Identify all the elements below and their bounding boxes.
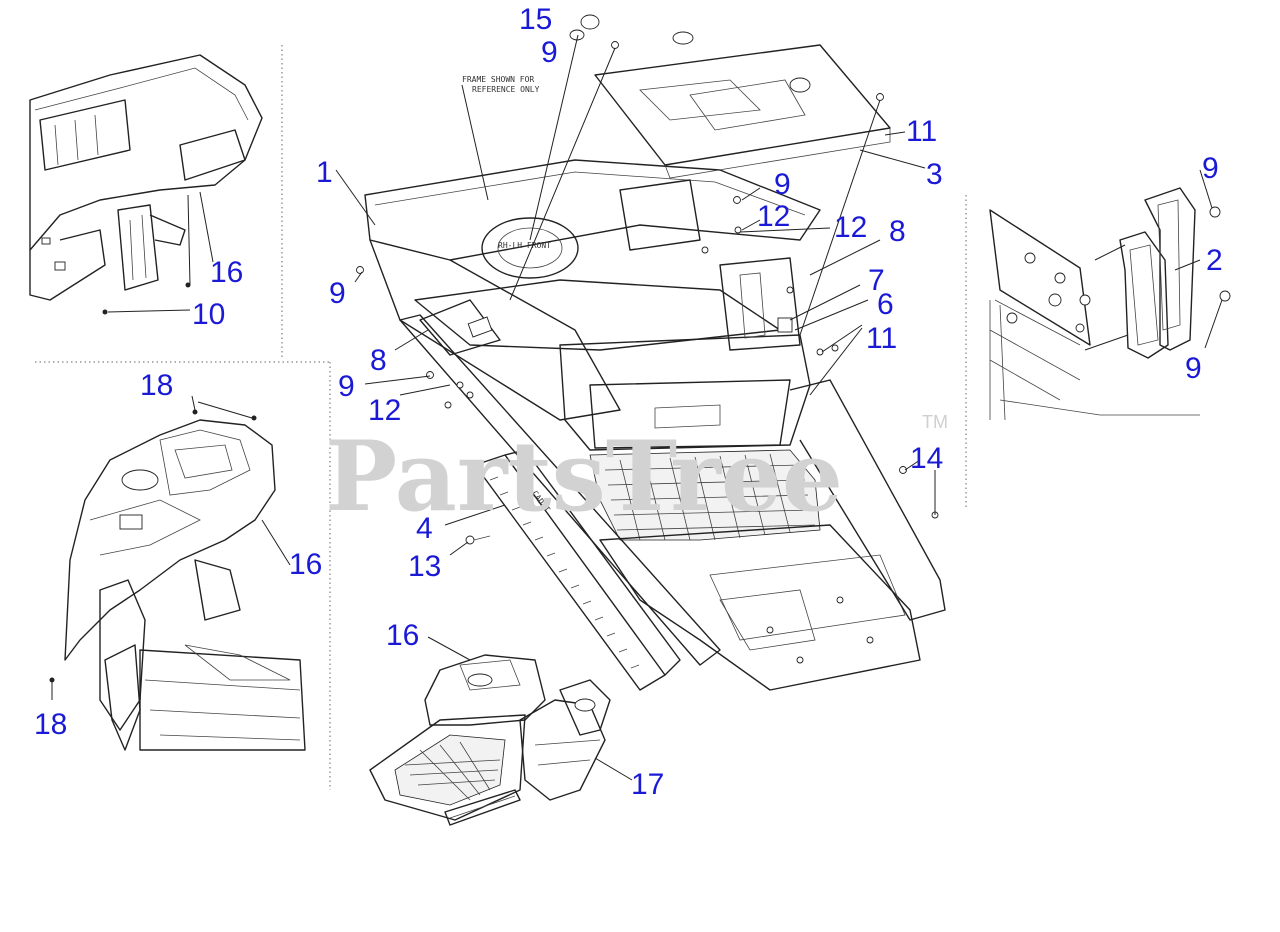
callout-18-top: 18	[140, 369, 173, 402]
callout-7: 7	[868, 264, 885, 297]
callout-8-left: 8	[370, 344, 387, 377]
floor-grid-holes	[604, 453, 816, 541]
panel-dividers	[35, 45, 967, 790]
hardware-fasteners	[356, 14, 939, 545]
inset-bracket-right	[989, 169, 1231, 421]
callout-16-bottom: 16	[386, 619, 419, 652]
assembled-view-bottom	[369, 636, 633, 826]
callout-6: 6	[877, 288, 894, 321]
callout-13: 13	[408, 550, 441, 583]
callout-8-right: 8	[889, 215, 906, 248]
callout-1: 1	[316, 156, 333, 189]
inset-fender-left	[49, 395, 306, 751]
inset-fender-top-left	[29, 54, 263, 315]
reference-note-line-2: REFERENCE ONLY	[472, 85, 540, 94]
callout-9-top: 9	[541, 36, 558, 69]
callout-9-upper: 9	[774, 168, 791, 201]
callout-12-lower: 12	[368, 394, 401, 427]
callout-10: 10	[192, 298, 225, 331]
callout-9-lower: 9	[338, 370, 355, 403]
callout-9-right-top: 9	[1202, 152, 1219, 185]
callout-11-top: 11	[906, 115, 937, 148]
watermark: PartsTree TM	[325, 412, 948, 533]
callout-labels: 15 9 11 3 1 9 12 12 8 7 6 11 9 8 9 12 14…	[34, 3, 1223, 801]
main-frame-assembly: FRAME SHOWN FOR REFERENCE ONLY RH-LH FRO…	[335, 14, 946, 691]
callout-17: 17	[631, 768, 664, 801]
leader-lines	[335, 34, 936, 556]
callout-16-top-left: 16	[210, 256, 243, 289]
reference-note-line-1: FRAME SHOWN FOR	[462, 75, 534, 84]
callout-16-left: 16	[289, 548, 322, 581]
callout-15: 15	[519, 3, 552, 36]
watermark-brand: PartsTree	[325, 420, 843, 533]
callout-12-upper: 12	[757, 200, 790, 233]
watermark-tm: TM	[922, 412, 948, 432]
callout-9-right-bottom: 9	[1185, 352, 1202, 385]
callout-3: 3	[926, 158, 943, 191]
callout-14: 14	[910, 442, 943, 475]
callout-12-right: 12	[834, 211, 867, 244]
callout-2: 2	[1206, 244, 1223, 277]
frame-marking: RH-LH FRONT	[498, 241, 551, 250]
callout-18-bottom: 18	[34, 708, 67, 741]
tread-marks	[489, 476, 640, 669]
callout-9-left: 9	[329, 277, 346, 310]
callout-11-mid: 11	[866, 322, 897, 355]
callout-4: 4	[416, 512, 433, 545]
